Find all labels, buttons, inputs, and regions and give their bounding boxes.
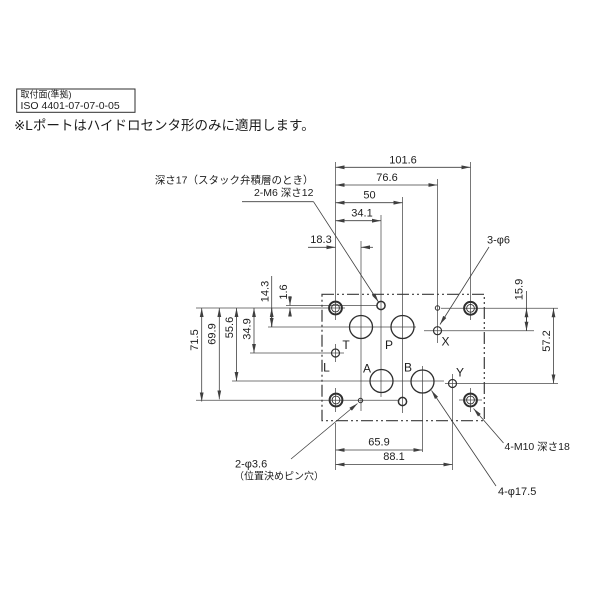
- callout-main-ports: 4-φ17.5: [498, 486, 536, 498]
- dim-34-9: 34.9: [242, 318, 254, 339]
- l-port-note: ※Lポートはハイドロセンタ形のみに適用します。: [14, 117, 315, 133]
- port-x-circle: [432, 326, 443, 336]
- port-a-label: A: [363, 362, 371, 376]
- dimension-labels: 101.6 76.6 50 34.1 18.3 14.3 1.6 71.5 69…: [189, 155, 553, 464]
- dim-15-9: 15.9: [514, 279, 526, 300]
- port-p-circle: [390, 314, 415, 340]
- pin-hole-bottom-left: [357, 397, 364, 404]
- holes-and-ports: [328, 300, 478, 408]
- m6-hole-top: [376, 300, 386, 311]
- dimension-lines: [199, 165, 556, 467]
- dim-14-3: 14.3: [260, 281, 272, 302]
- dim-55-6: 55.6: [224, 317, 236, 338]
- callout-stack-depth: 深さ17（スタック弁積層のとき）: [155, 174, 314, 187]
- m6-hole-bottom: [397, 396, 408, 407]
- port-x-label: X: [441, 335, 449, 349]
- dim-88-1: 88.1: [383, 451, 404, 463]
- dim-18-3: 18.3: [310, 234, 331, 246]
- dim-69-9: 69.9: [207, 323, 219, 344]
- port-a-circle: [369, 368, 394, 394]
- dim-65-9: 65.9: [368, 437, 389, 449]
- port-b-circle: [410, 369, 435, 394]
- port-l-label: L: [323, 361, 330, 375]
- valve-body-outline: [321, 293, 485, 422]
- callout-labels: 深さ17（スタック弁積層のとき） 2-M6 深さ12 3-φ6 2-φ3.6 （…: [155, 174, 570, 499]
- port-y-circle: [447, 378, 458, 389]
- standard-box-iso-code: ISO 4401-07-07-0-05: [21, 100, 120, 112]
- callout-pin-holes-note: （位置決めピン穴）: [234, 470, 324, 483]
- extension-and-center-lines: [196, 162, 558, 470]
- standard-box: [16, 88, 136, 113]
- callout-pilot-holes: 3-φ6: [487, 235, 510, 247]
- dim-71-5: 71.5: [189, 329, 201, 350]
- port-t-label: T: [342, 338, 350, 352]
- dim-50: 50: [363, 190, 375, 202]
- callout-stack-bolts: 2-M6 深さ12: [254, 187, 314, 199]
- dim-101-6: 101.6: [389, 155, 417, 167]
- port-t-circle: [348, 314, 374, 340]
- dim-34-1: 34.1: [351, 208, 372, 220]
- bolt-hole-bottom-left: [328, 392, 344, 408]
- port-y-label: Y: [456, 366, 464, 380]
- port-letter-labels: T P X L A B Y: [323, 335, 464, 380]
- port-p-label: P: [385, 338, 393, 352]
- pin-hole-top-right: [434, 305, 441, 311]
- standard-box-title: 取付面(準拠): [21, 89, 72, 100]
- dim-1-6: 1.6: [278, 284, 290, 299]
- bolt-hole-bottom-right: [463, 392, 478, 408]
- port-l-circle: [330, 348, 341, 358]
- leader-lines: [242, 201, 504, 487]
- bolt-hole-top-left: [328, 300, 343, 316]
- callout-mounting-bolts: 4-M10 深さ18: [505, 441, 571, 453]
- dim-76-6: 76.6: [376, 172, 397, 184]
- dim-57-2: 57.2: [541, 330, 553, 351]
- port-b-label: B: [404, 361, 412, 375]
- bolt-hole-top-right: [463, 300, 478, 316]
- callout-pin-holes: 2-φ3.6: [235, 459, 267, 471]
